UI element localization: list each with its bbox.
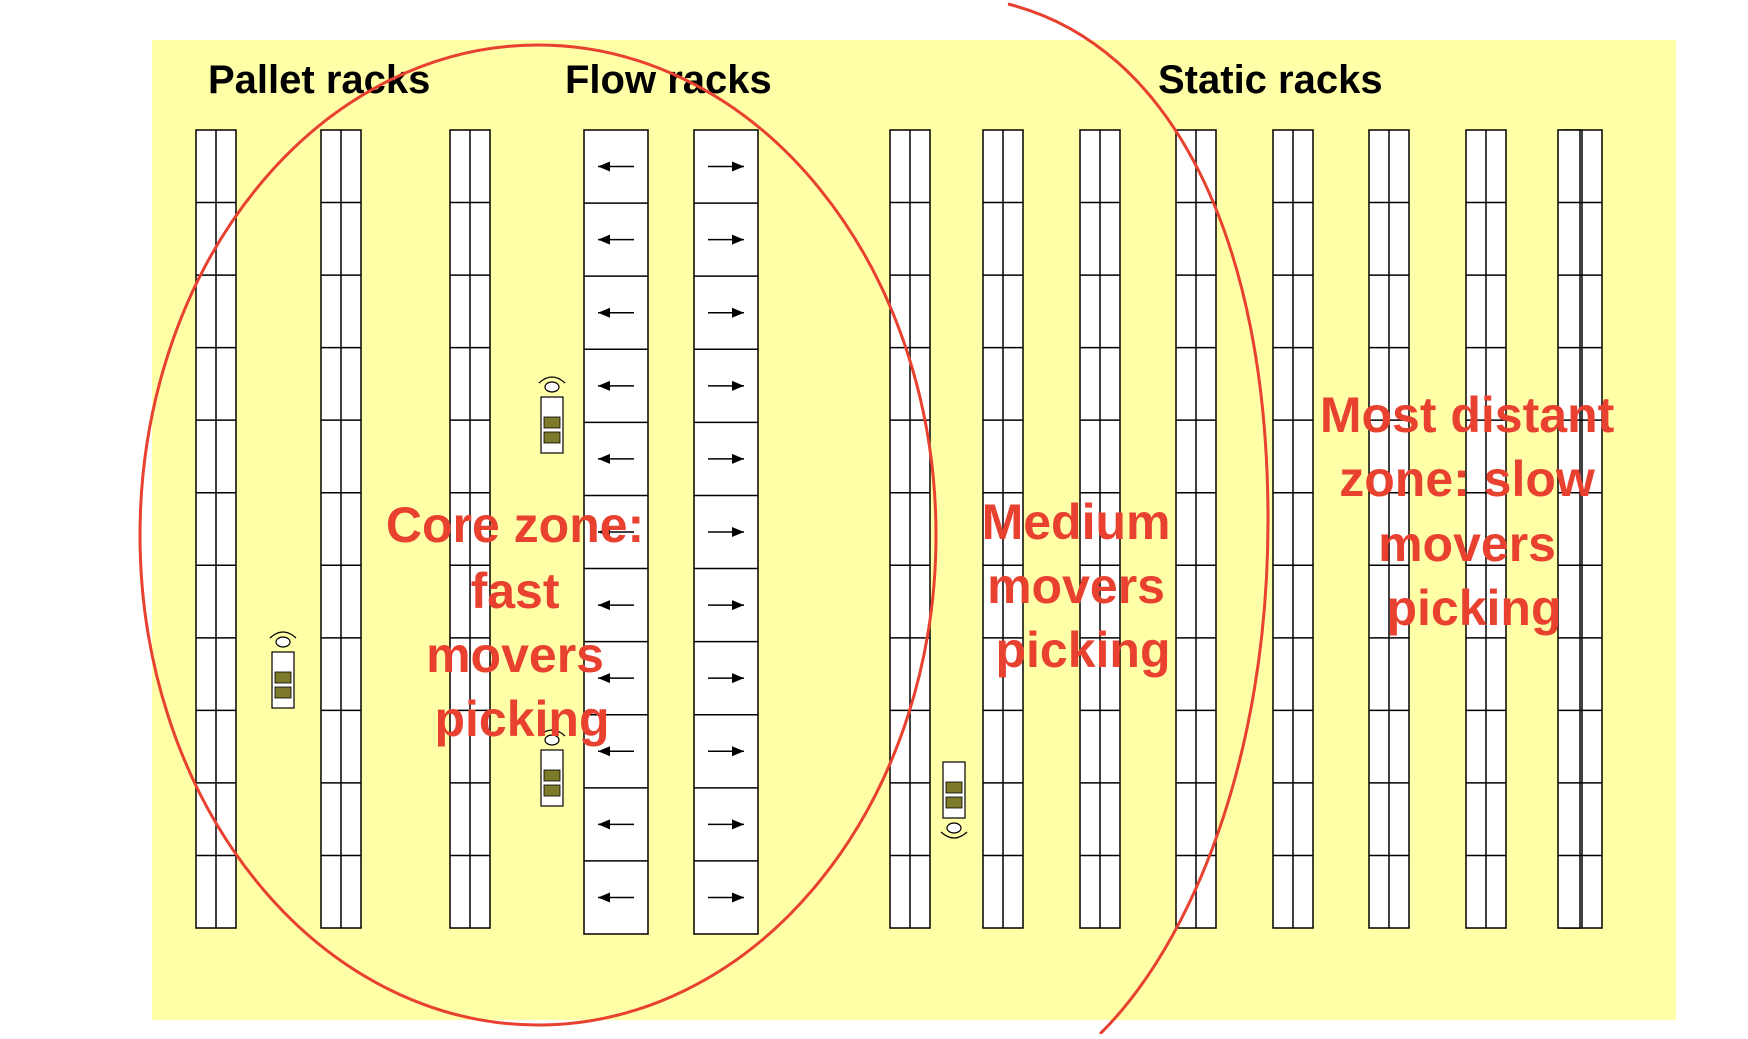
core-zone-line-3: movers <box>426 627 604 683</box>
right-arrow-icon <box>708 673 744 684</box>
slow-zone-line-4: picking <box>1386 580 1561 636</box>
left-arrow-icon <box>598 527 634 537</box>
medium-zone-boundary <box>1007 2 1270 1036</box>
rack-row <box>1368 129 1410 929</box>
slow-zone-line-3: movers <box>1378 516 1556 572</box>
slow-zone-line-2: zone: slow <box>1339 451 1595 507</box>
slow-zone-label: Most distant zone: slow movers picking <box>1320 387 1628 636</box>
core-zone-line-4: picking <box>434 691 609 747</box>
slow-zone-line-1: Most distant <box>1320 387 1615 443</box>
rack-row <box>195 129 237 929</box>
medium-zone-line-2: movers <box>987 558 1165 614</box>
right-arrow-icon <box>708 600 744 611</box>
core-zone-boundary <box>138 43 938 1027</box>
left-arrow-icon <box>598 892 634 903</box>
medium-zone-line-1: Medium <box>982 494 1171 550</box>
flow-rack-row <box>583 129 649 935</box>
static-racks-label: Static racks <box>1158 58 1383 102</box>
forklift-icon <box>538 376 566 454</box>
rack-row <box>1272 129 1314 929</box>
flow-rack-row <box>693 129 759 935</box>
left-arrow-icon <box>598 234 634 245</box>
rack-row <box>1175 129 1217 929</box>
right-arrow-icon <box>708 380 744 391</box>
flow-racks-label: Flow racks <box>565 58 772 102</box>
rack-rows <box>195 129 1603 935</box>
right-arrow-icon <box>708 161 744 172</box>
left-arrow-icon <box>598 600 634 611</box>
core-zone-line-1: Core zone: <box>386 497 644 553</box>
left-arrow-icon <box>598 746 634 757</box>
rack-row <box>320 129 362 929</box>
right-arrow-icon <box>708 746 744 757</box>
rack-row <box>449 129 491 929</box>
medium-zone-label: Medium movers picking <box>982 494 1185 678</box>
forklift-icon <box>269 631 297 709</box>
forklift-vehicles <box>269 376 968 839</box>
right-arrow-icon <box>708 892 744 903</box>
rack-row <box>1079 129 1121 929</box>
left-arrow-icon <box>598 307 634 318</box>
rack-row <box>889 129 931 929</box>
rack-row <box>982 129 1024 929</box>
core-zone-label: Core zone: fast movers picking <box>386 497 658 747</box>
left-arrow-icon <box>598 161 634 172</box>
rack-row <box>1557 129 1581 929</box>
right-arrow-icon <box>708 527 744 537</box>
forklift-icon <box>940 761 968 839</box>
right-arrow-icon <box>708 819 744 830</box>
rack-row <box>1465 129 1507 929</box>
left-arrow-icon <box>598 453 634 464</box>
medium-zone-line-3: picking <box>995 622 1170 678</box>
forklift-icon <box>538 729 566 807</box>
left-arrow-icon <box>598 819 634 830</box>
right-arrow-icon <box>708 234 744 245</box>
left-arrow-icon <box>598 673 634 684</box>
right-arrow-icon <box>708 307 744 318</box>
left-arrow-icon <box>598 380 634 391</box>
core-zone-line-2: fast <box>471 563 560 619</box>
right-arrow-icon <box>708 453 744 464</box>
pallet-racks-label: Pallet racks <box>208 58 430 102</box>
